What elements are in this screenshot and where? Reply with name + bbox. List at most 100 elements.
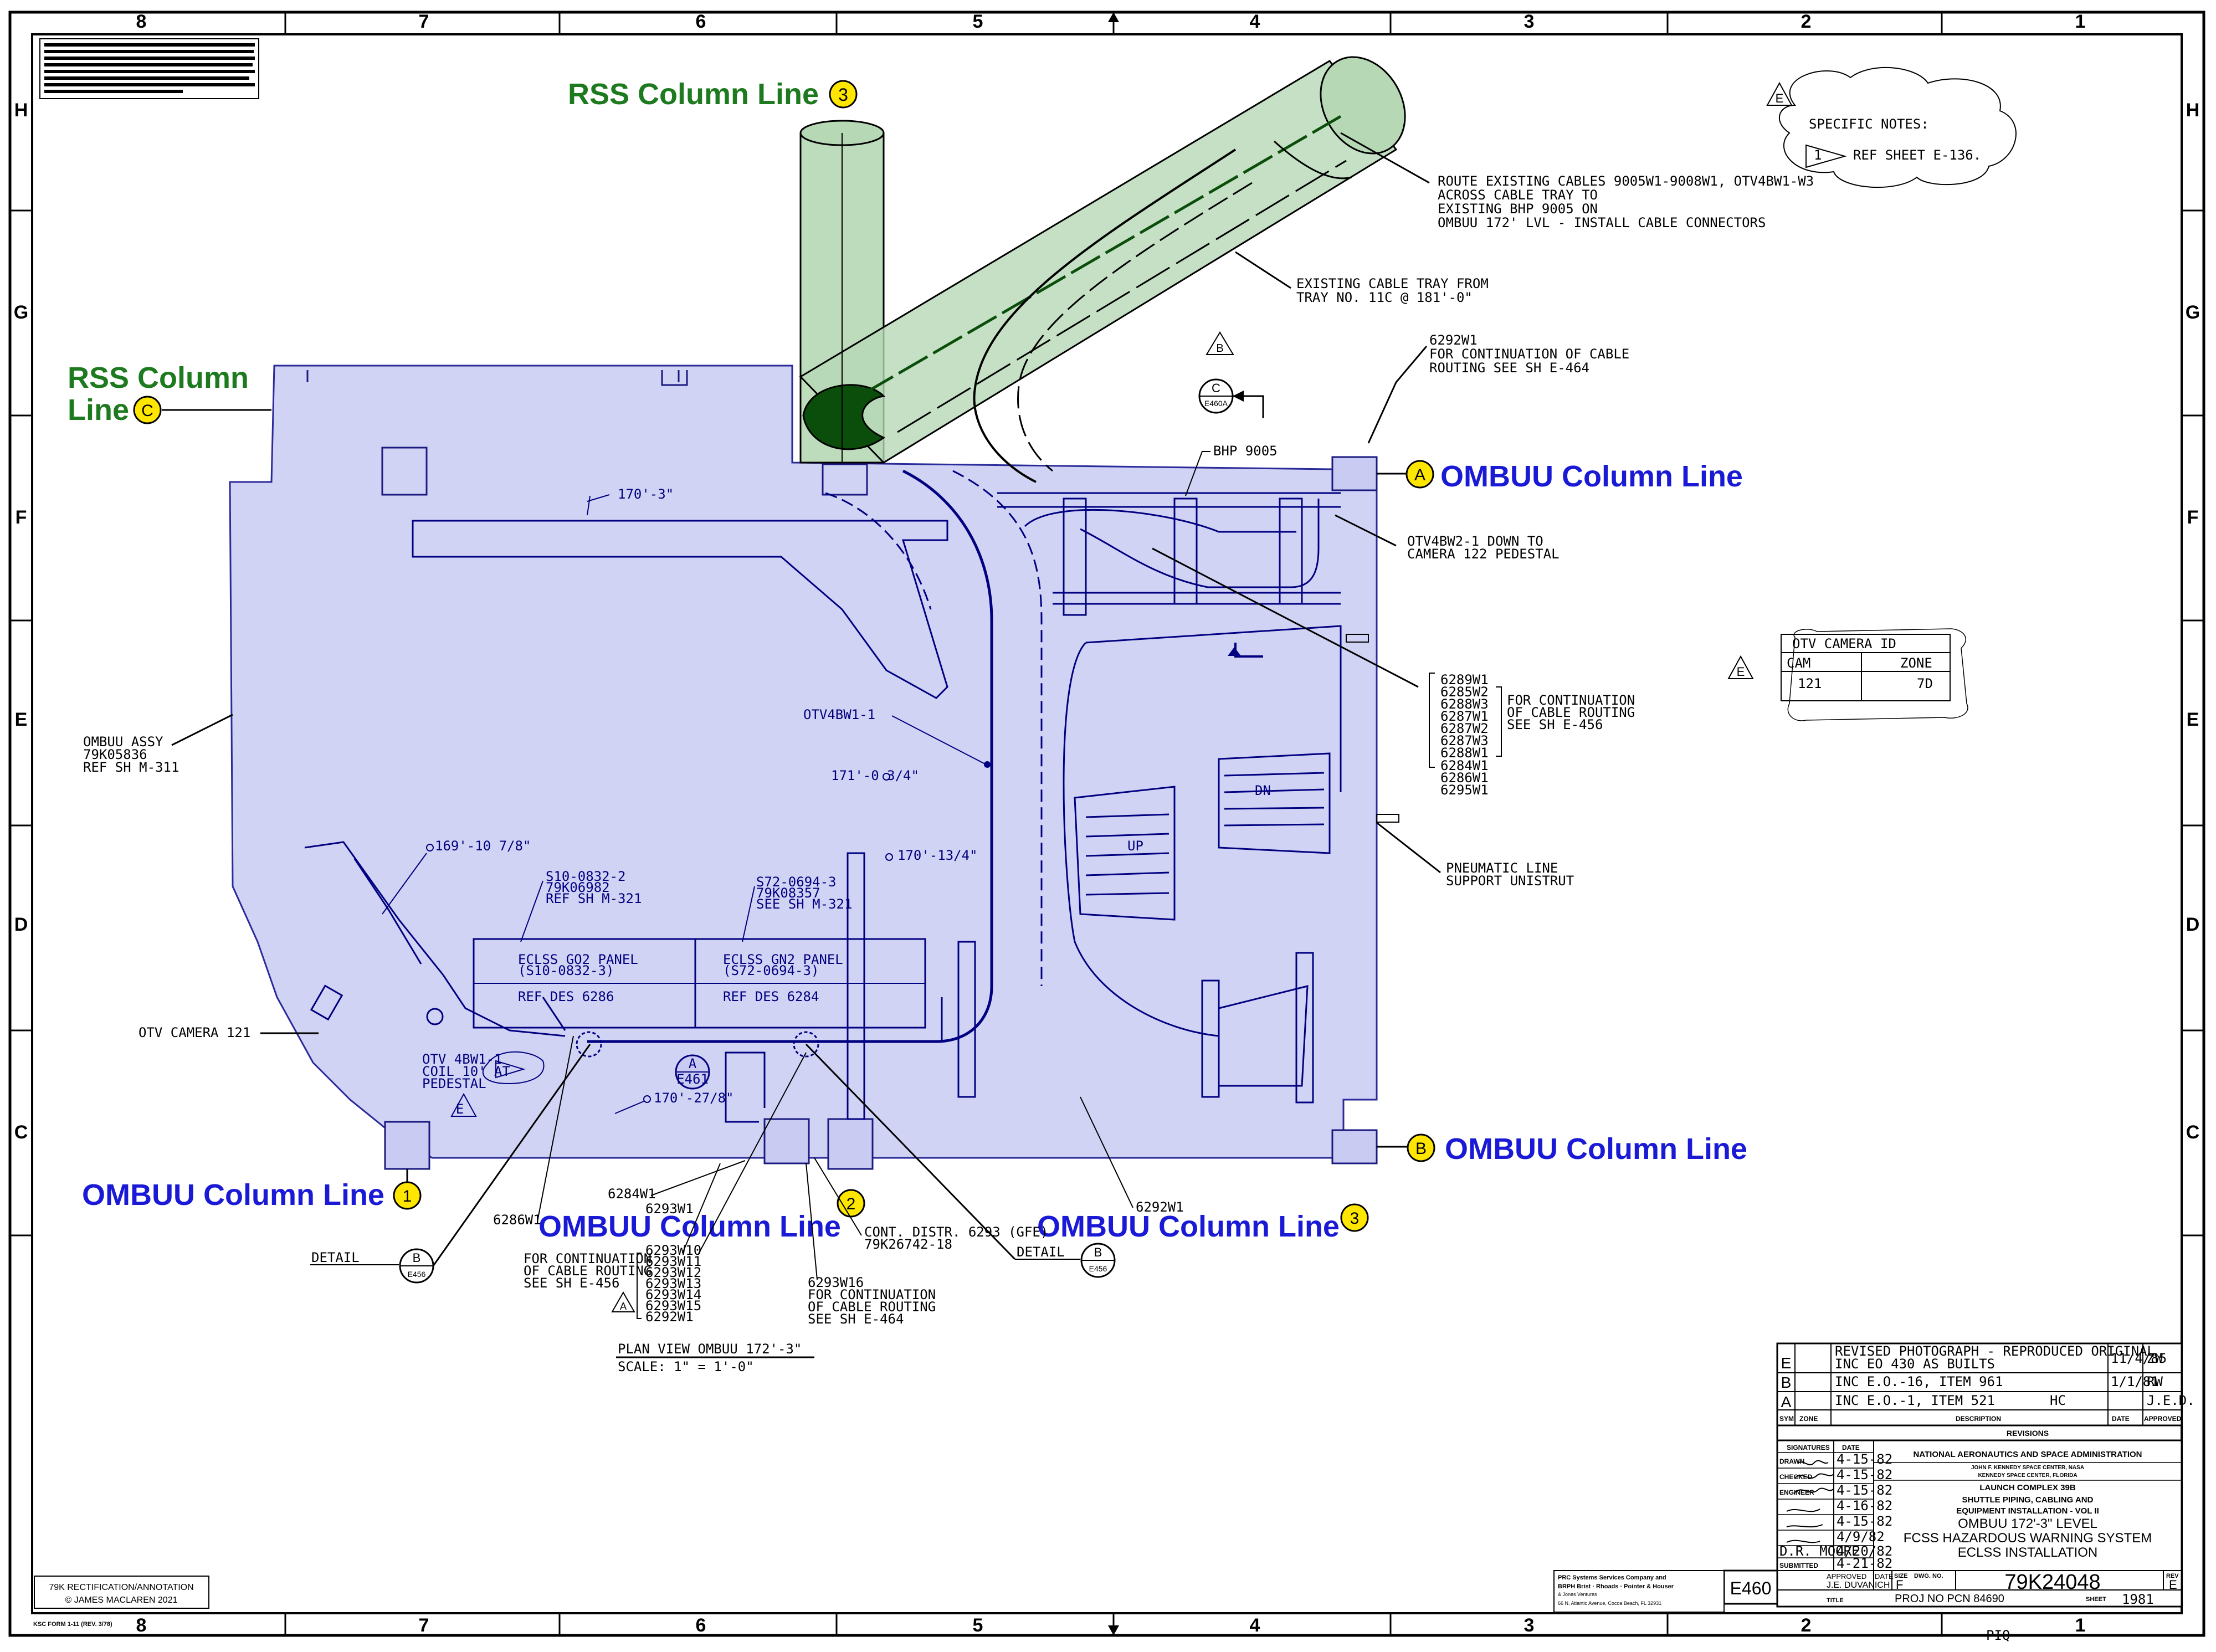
callout-elevations: 170'-3" 171'-0 3/4" 170'-13/4" 169'-10 7… <box>382 486 978 1114</box>
zone-left-d: D <box>14 914 28 935</box>
svg-text:SUBMITTED: SUBMITTED <box>1779 1562 1818 1569</box>
svg-text:4/20/82: 4/20/82 <box>1837 1543 1892 1559</box>
svg-text:REVISIONS: REVISIONS <box>2007 1429 2049 1438</box>
svg-text:171'-0 3/4": 171'-0 3/4" <box>831 768 919 783</box>
rss-column-tray <box>799 56 1406 464</box>
sheet-inner-border <box>31 33 2183 1614</box>
svg-text:170'-27/8": 170'-27/8" <box>654 1090 734 1106</box>
eclss-go2-panel: ECLSS GO2 PANEL (S10-0832-3) REF DES 628… <box>518 952 638 1004</box>
zone-top-8: 8 <box>136 11 147 32</box>
svg-text:6286W1: 6286W1 <box>1440 770 1489 786</box>
svg-text:FOR CONTINUATION: FOR CONTINUATION <box>1507 692 1635 708</box>
svg-text:E460A: E460A <box>1204 399 1228 408</box>
stair-up-label: UP <box>1127 838 1143 854</box>
svg-text:DWG. NO.: DWG. NO. <box>1914 1573 1943 1579</box>
svg-text:DATE: DATE <box>2112 1415 2130 1423</box>
svg-text:B: B <box>1216 342 1223 355</box>
svg-text:ZONE: ZONE <box>1900 655 1932 671</box>
zone-bottom-1: 1 <box>2075 1615 2086 1636</box>
svg-text:PLAN VIEW OMBUU 172'-3": PLAN VIEW OMBUU 172'-3" <box>618 1341 802 1357</box>
svg-text:ZONE: ZONE <box>1799 1415 1818 1423</box>
svg-text:NATIONAL AERONAUTICS AND SPACE: NATIONAL AERONAUTICS AND SPACE ADMINISTR… <box>1913 1450 2142 1459</box>
callout-6286w1: 6286W1 <box>493 1035 574 1228</box>
ombuu-3-marker: 3 <box>1350 1209 1360 1228</box>
svg-text:4-15-82: 4-15-82 <box>1837 1451 1892 1467</box>
svg-text:REF DES 6286: REF DES 6286 <box>518 989 614 1004</box>
tri-e-table: E <box>1737 665 1745 679</box>
detail-bubble-b-left: DETAIL B E456 <box>310 1044 591 1284</box>
zone-top-3: 3 <box>1524 11 1535 32</box>
svg-text:PNEUMATIC LINE: PNEUMATIC LINE <box>1446 860 1558 876</box>
svg-text:REF SHEET E-136.: REF SHEET E-136. <box>1853 147 1981 163</box>
svg-text:APPROVED: APPROVED <box>1827 1572 1866 1581</box>
svg-text:SYM: SYM <box>1779 1415 1794 1423</box>
svg-text:FOR CONTINUATION: FOR CONTINUATION <box>808 1287 936 1302</box>
svg-text:ECLSS INSTALLATION: ECLSS INSTALLATION <box>1958 1545 2098 1560</box>
ombuu-column-line-a-label: A OMBUU Column Line <box>1377 460 1743 493</box>
zone-top-4: 4 <box>1250 11 1260 32</box>
svg-text:SIZE: SIZE <box>1894 1573 1907 1579</box>
callout-otv4bw1: OTV4BW1-1 <box>803 707 991 768</box>
zone-bottom-8: 8 <box>136 1615 147 1636</box>
callout-6292w1-bottom: 6292W1 <box>1080 1096 1184 1215</box>
svg-text:OF CABLE ROUTING: OF CABLE ROUTING <box>808 1299 936 1315</box>
otv-camera-table: OTV CAMERA ID CAM ZONE 121 7D E <box>1727 628 1968 721</box>
svg-text:SHEET: SHEET <box>2086 1596 2106 1603</box>
svg-text:79K26742-18: 79K26742-18 <box>864 1237 952 1252</box>
svg-text:6287W1: 6287W1 <box>1440 709 1489 724</box>
zone-right-f: F <box>2187 507 2199 528</box>
svg-text:SIGNATURES: SIGNATURES <box>1787 1444 1830 1451</box>
svg-text:ROUTING SEE SH E-464: ROUTING SEE SH E-464 <box>1429 360 1589 376</box>
svg-text:EXISTING BHP 9005 ON: EXISTING BHP 9005 ON <box>1438 201 1598 217</box>
callout-ombuu-assy: OMBUU ASSY 79K05836 REF SH M-311 <box>83 714 233 775</box>
zone-left-e: E <box>15 709 28 730</box>
zone-right-c: C <box>2186 1122 2200 1143</box>
ombuu-platform <box>229 365 1378 1170</box>
svg-text:6293W14: 6293W14 <box>645 1287 701 1302</box>
svg-text:LAUNCH COMPLEX 39B: LAUNCH COMPLEX 39B <box>1979 1483 2076 1492</box>
svg-text:E461: E461 <box>676 1071 709 1087</box>
svg-text:79K08357: 79K08357 <box>756 885 820 901</box>
svg-text:RSS Column Line: RSS Column Line <box>568 78 819 111</box>
svg-text:S10-0832-2: S10-0832-2 <box>546 869 626 884</box>
sheet-id-box: E460 <box>1723 1569 1778 1605</box>
zone-bottom-6: 6 <box>696 1615 706 1636</box>
callout-cont-distr: CONT. DISTR. 6293 (GFE) 79K26742-18 <box>814 1157 1048 1252</box>
svg-text:4-15-82: 4-15-82 <box>1837 1514 1892 1529</box>
svg-text:6289W1: 6289W1 <box>1440 672 1489 688</box>
svg-text:OF CABLE ROUTING: OF CABLE ROUTING <box>524 1263 652 1279</box>
svg-text:E460: E460 <box>1730 1578 1772 1598</box>
svg-text:6287W2: 6287W2 <box>1440 721 1489 736</box>
svg-text:REF SH M-321: REF SH M-321 <box>546 891 642 906</box>
callout-s10: S10-0832-2 79K06982 REF SH M-321 <box>520 869 642 942</box>
svg-text:PRC Systems Services Company a: PRC Systems Services Company and <box>1558 1574 1666 1581</box>
svg-text:APPROVED: APPROVED <box>2144 1415 2182 1423</box>
callout-cable-list-right: 6289W1 6285W2 6288W3 6287W1 6287W2 6287W… <box>1152 547 1635 798</box>
rss-c-marker: C <box>141 402 153 420</box>
svg-text:169'-10 7/8": 169'-10 7/8" <box>435 838 531 854</box>
svg-text:INC E.O.-1, ITEM 521: INC E.O.-1, ITEM 521 <box>1835 1393 1995 1408</box>
callout-otv4bw2: OTV4BW2-1 DOWN TO CAMERA 122 PEDESTAL <box>1335 514 1560 562</box>
rss-3-marker: 3 <box>838 85 848 105</box>
svg-text:D.R. MOORE: D.R. MOORE <box>1779 1543 1860 1559</box>
svg-text:7D: 7D <box>1917 676 1933 691</box>
zone-right-d: D <box>2186 914 2200 935</box>
svg-text:RSS Column: RSS Column <box>68 361 249 394</box>
detail-bubble-c: C E460A <box>1198 378 1264 418</box>
ombuu-1-marker: 1 <box>403 1187 412 1205</box>
callout-existing-tray: EXISTING CABLE TRAY FROM TRAY NO. 11C @ … <box>1235 251 1489 305</box>
svg-text:6287W3: 6287W3 <box>1440 733 1489 748</box>
ombuu-column-line-1-label: OMBUU Column Line 1 <box>82 1169 422 1212</box>
svg-text:CONT. DISTR. 6293 (GFE): CONT. DISTR. 6293 (GFE) <box>864 1224 1048 1240</box>
svg-text:SEE SH M-321: SEE SH M-321 <box>756 896 852 912</box>
svg-text:BHP 9005: BHP 9005 <box>1213 443 1278 459</box>
svg-text:DETAIL: DETAIL <box>311 1250 360 1265</box>
callout-bhp: BHP 9005 <box>1185 443 1278 496</box>
svg-text:OTV4BW2-1 DOWN TO: OTV4BW2-1 DOWN TO <box>1407 533 1543 549</box>
eclss-gn2-panel: ECLSS GN2 PANEL (S72-0694-3) REF DES 628… <box>723 952 843 1004</box>
svg-text:6288W3: 6288W3 <box>1440 696 1489 712</box>
tri-e-notes: E <box>1776 91 1784 105</box>
zone-left-f: F <box>16 507 27 528</box>
svg-text:6293W10: 6293W10 <box>645 1243 701 1258</box>
